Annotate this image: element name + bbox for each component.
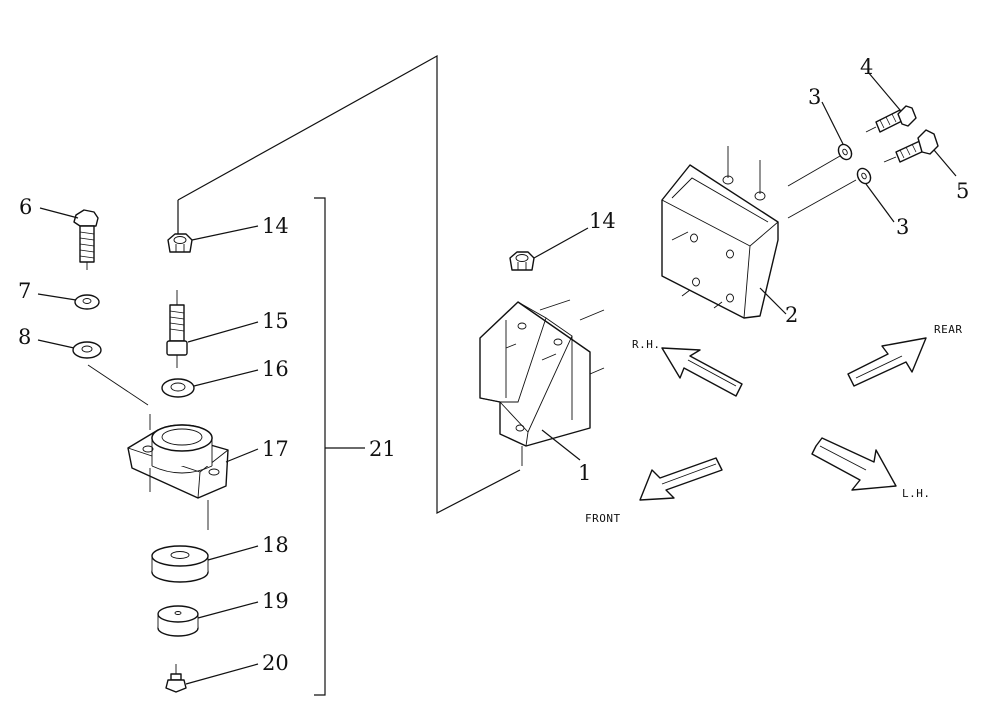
- rubber-pad-19: [157, 605, 199, 637]
- label-front: FRONT: [585, 512, 621, 525]
- washer-7: [74, 294, 100, 310]
- callout-16: 16: [262, 357, 289, 381]
- callout-20: 20: [262, 651, 289, 675]
- rubber-pad-18: [151, 545, 209, 583]
- bracket-2: [661, 146, 857, 319]
- callout-7: 7: [18, 279, 31, 303]
- label-lh: L.H.: [902, 487, 931, 500]
- callout-3-upper: 3: [808, 85, 821, 109]
- bolt-20: [165, 664, 187, 693]
- callout-14-left: 14: [262, 214, 289, 238]
- washer-3-lower: [856, 167, 872, 185]
- bolt-4: [865, 105, 917, 133]
- nut-14-right: [509, 251, 535, 271]
- detail-reference-lines: [177, 54, 521, 514]
- nut-14-left: [167, 233, 193, 253]
- callout-4: 4: [860, 55, 873, 79]
- callout-2: 2: [785, 303, 798, 327]
- arrow-lh: [811, 437, 897, 491]
- washer-8: [72, 341, 102, 359]
- mount-17: [127, 414, 229, 530]
- callout-3-lower: 3: [896, 215, 909, 239]
- bracket-1: [479, 299, 605, 466]
- stud-15: [166, 290, 188, 368]
- arrow-front: [639, 457, 723, 501]
- washer-3-upper: [837, 143, 853, 161]
- washer-16: [161, 378, 195, 398]
- callout-1: 1: [578, 461, 591, 485]
- callout-14-right: 14: [589, 209, 616, 233]
- arrow-rh: [661, 347, 743, 397]
- label-rear: REAR: [934, 323, 963, 336]
- arrow-rear: [847, 337, 927, 387]
- callout-21: 21: [369, 437, 396, 461]
- bolt-6: [73, 209, 99, 270]
- label-rh: R.H.: [632, 338, 661, 351]
- assembly-bracket-21: [314, 197, 365, 696]
- callout-5: 5: [956, 179, 969, 203]
- callout-19: 19: [262, 589, 289, 613]
- callout-18: 18: [262, 533, 289, 557]
- callout-6: 6: [19, 195, 32, 219]
- callout-8: 8: [18, 325, 31, 349]
- callout-17: 17: [262, 437, 289, 461]
- bolt-5: [883, 129, 939, 163]
- callout-15: 15: [262, 309, 289, 333]
